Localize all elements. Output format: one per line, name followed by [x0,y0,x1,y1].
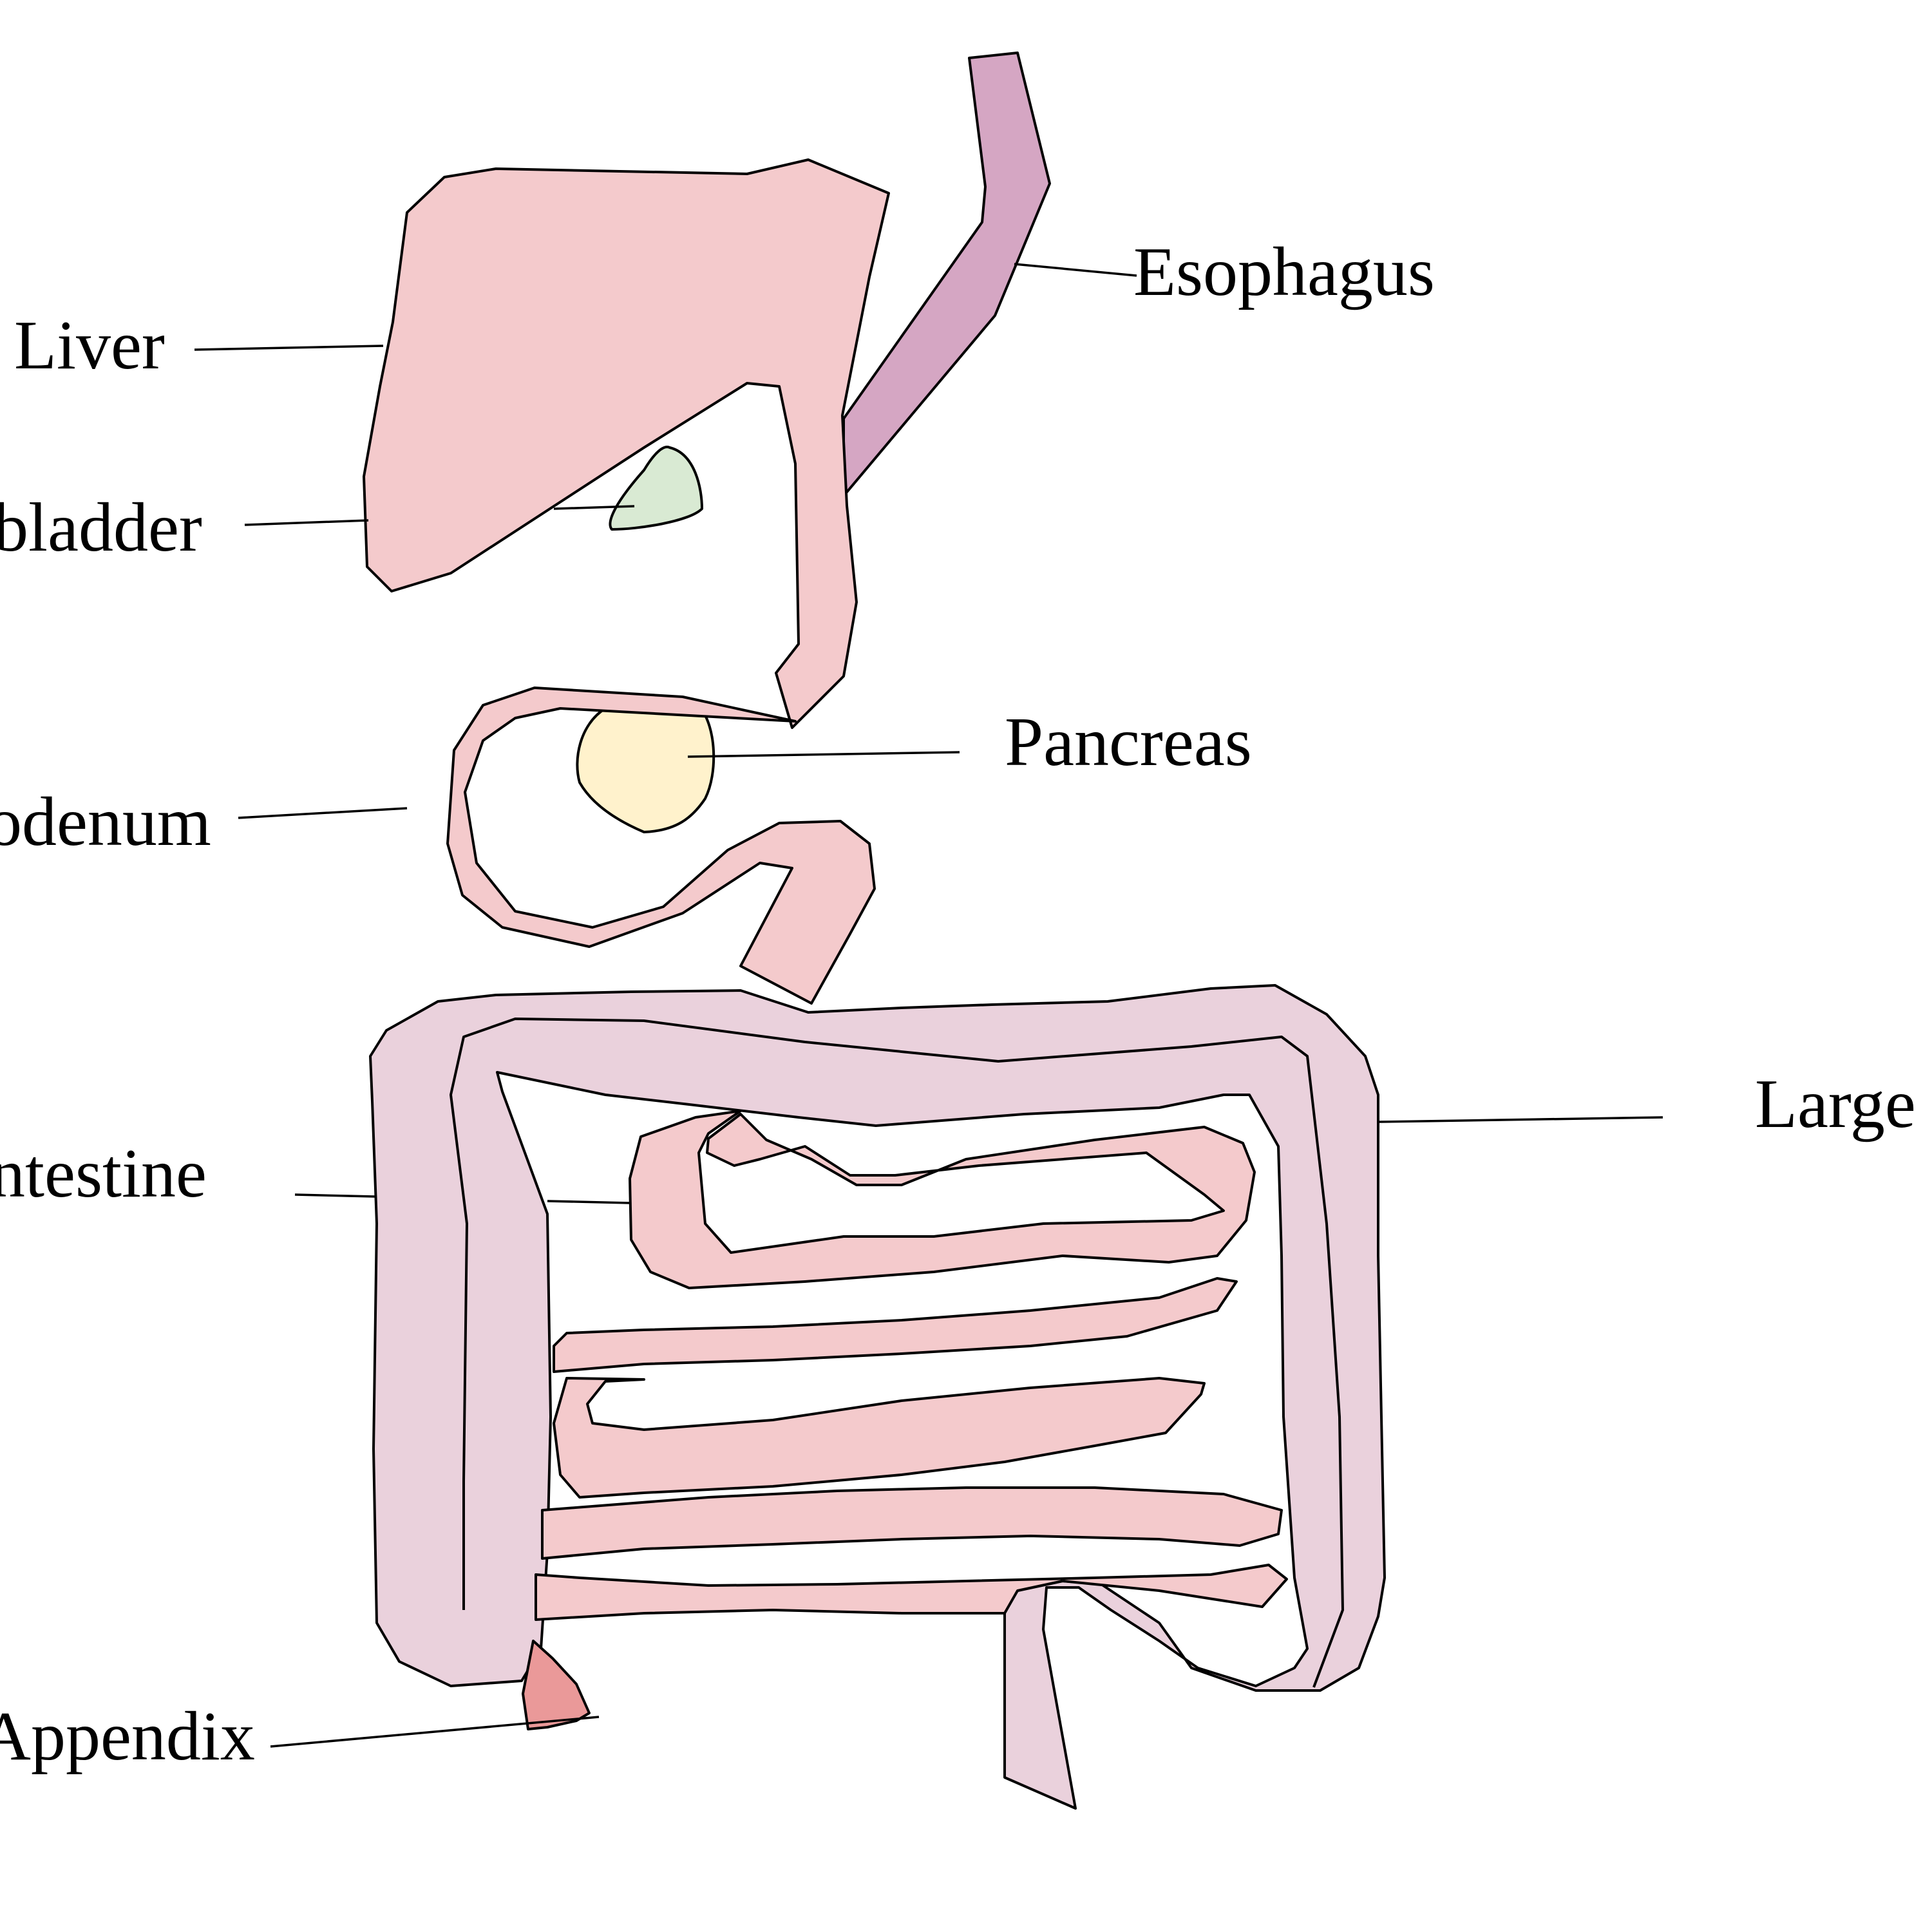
small-intestine-middle-loop [553,1277,1238,1373]
gallbladder-inner-leader [553,505,635,510]
liver-leader [194,345,384,351]
gallbladder-label: bladder [0,489,202,566]
large-intestine-inner-line [450,1018,1344,1688]
duodenum-leader [238,807,408,819]
large-intestine-leader [1379,1116,1663,1123]
pancreas-label: Pancreas [1005,704,1252,781]
small-intestine-top-loop [629,1110,1256,1289]
small-intestine-bottom-loop [541,1486,1283,1560]
duodenum-label: odenum [0,784,211,860]
small-intestine-shape [535,1110,1288,1621]
gallbladder-shape [609,446,703,531]
small-intestine-leader [294,1193,375,1198]
gallbladder-leader [244,519,369,526]
small-intestine-end-loop [535,1564,1288,1621]
liver-stomach-shape [363,158,890,729]
small-intestine-lower-loop [553,1377,1206,1499]
large-intestine-shape [369,984,1386,1810]
leader-lines [194,263,1663,1748]
appendix-leader [270,1716,600,1748]
esophagus-shape [842,52,1051,497]
large-intestine-label: Large [1755,1066,1916,1142]
pancreas-shape [576,697,715,833]
small-intestine-inner-leader [547,1200,630,1204]
appendix-label: Appendix [0,1698,255,1775]
pancreas-leader [687,751,960,758]
liver-label: Liver [14,307,165,384]
esophagus-leader [1014,263,1137,277]
appendix-shape [522,1640,591,1730]
esophagus-label: Esophagus [1133,234,1435,310]
small-intestine-label: ntestine [0,1135,207,1212]
duodenum-shape [446,687,876,1005]
